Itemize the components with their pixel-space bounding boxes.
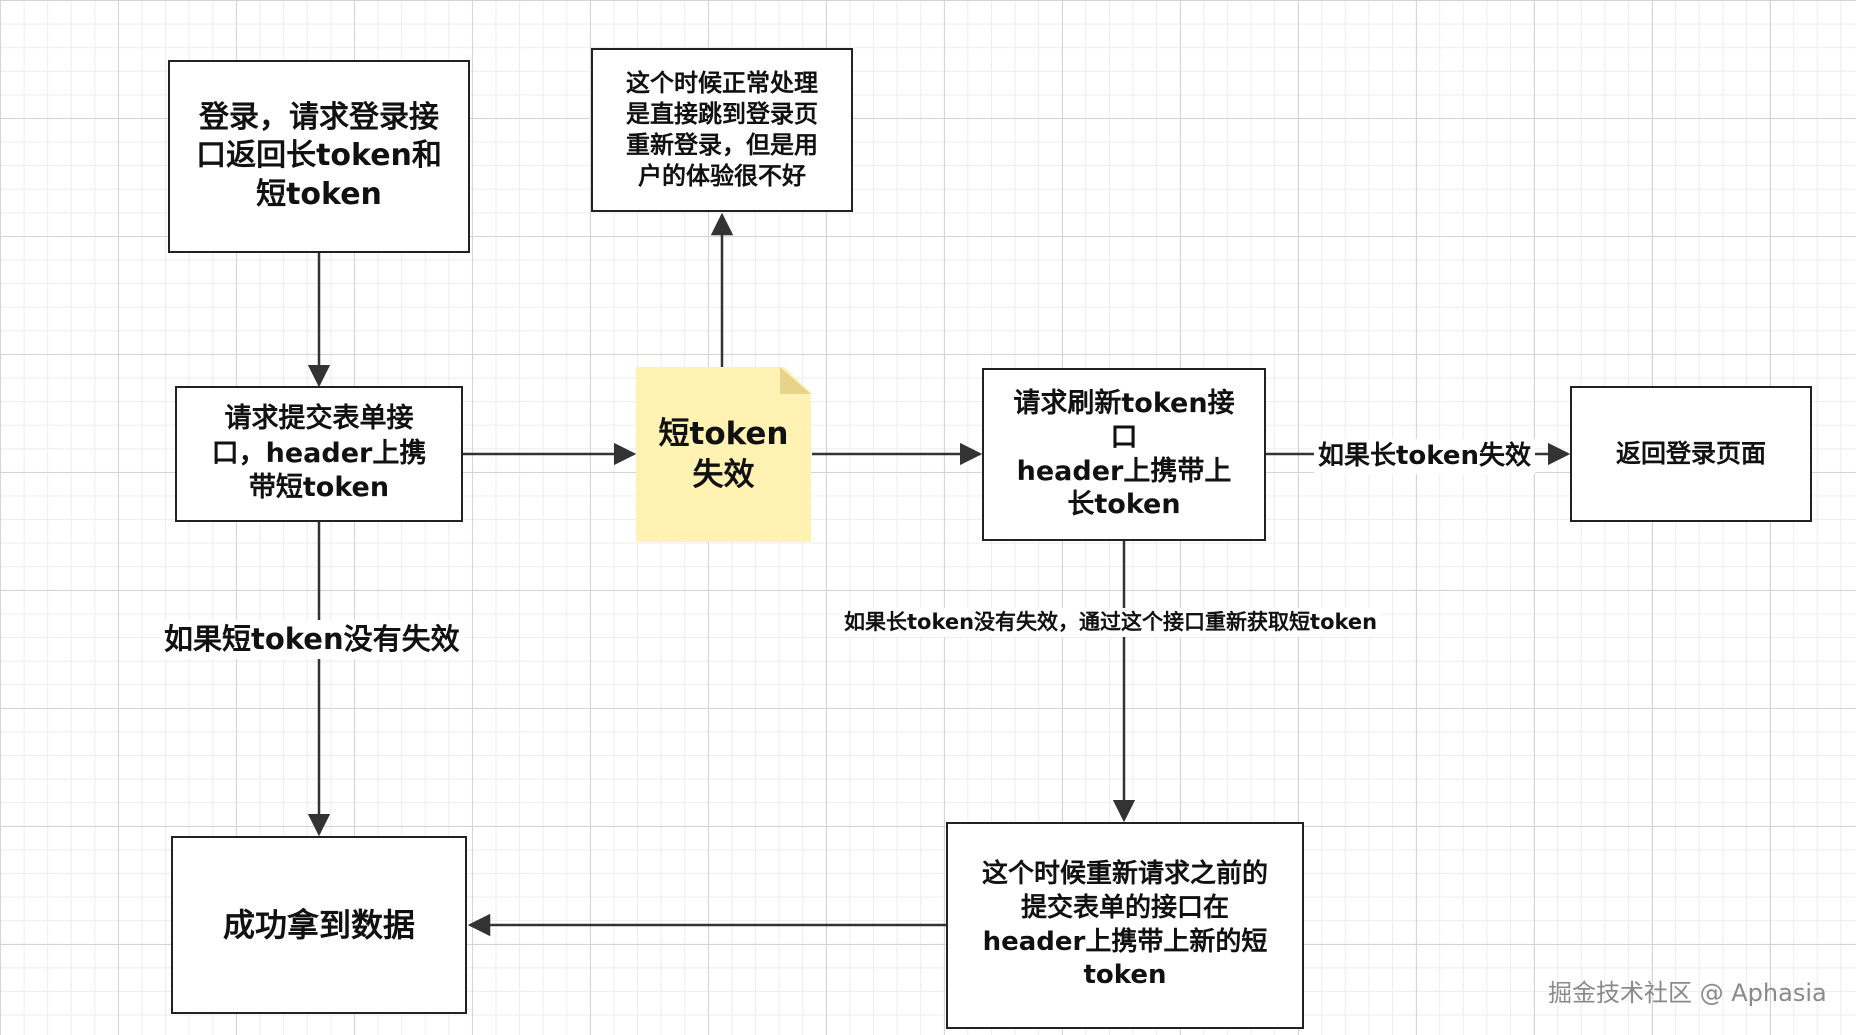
redirect-login-box-text: 这个时候正常处理 是直接跳到登录页 重新登录，但是用 户的体验很不好 — [626, 68, 818, 191]
back-to-login-box: 返回登录页面 — [1570, 386, 1812, 522]
login-box: 登录，请求登录接 口返回长token和 短token — [168, 60, 470, 253]
edge-label-long-token-expired: 如果长token失效 — [1314, 439, 1536, 475]
retry-request-box-text: 这个时候重新请求之前的 提交表单的接口在 header上携带上新的短 token — [981, 858, 1268, 991]
edge-label-short-token-valid: 如果短token没有失效 — [160, 620, 464, 659]
redirect-login-box: 这个时候正常处理 是直接跳到登录页 重新登录，但是用 户的体验很不好 — [591, 48, 853, 212]
success-box-text: 成功拿到数据 — [222, 905, 415, 944]
short-token-expired-note: 短token 失效 — [636, 367, 811, 542]
short-token-expired-text: 短token 失效 — [658, 416, 789, 493]
watermark-text: 掘金技术社区 @ Aphasia — [1548, 979, 1827, 1007]
submit-form-box-text: 请求提交表单接 口，header上携 带短token — [211, 403, 427, 504]
retry-request-box: 这个时候重新请求之前的 提交表单的接口在 header上携带上新的短 token — [946, 822, 1304, 1029]
success-box: 成功拿到数据 — [171, 836, 467, 1014]
login-box-text: 登录，请求登录接 口返回长token和 短token — [196, 99, 442, 212]
submit-form-box: 请求提交表单接 口，header上携 带短token — [175, 386, 463, 522]
refresh-token-box-text: 请求刷新token接 口 header上携带上 长token — [1013, 388, 1235, 521]
refresh-token-box: 请求刷新token接 口 header上携带上 长token — [982, 368, 1266, 541]
edge-label-long-token-valid: 如果长token没有失效，通过这个接口重新获取短token — [840, 608, 1382, 638]
back-to-login-box-text: 返回登录页面 — [1615, 439, 1766, 468]
